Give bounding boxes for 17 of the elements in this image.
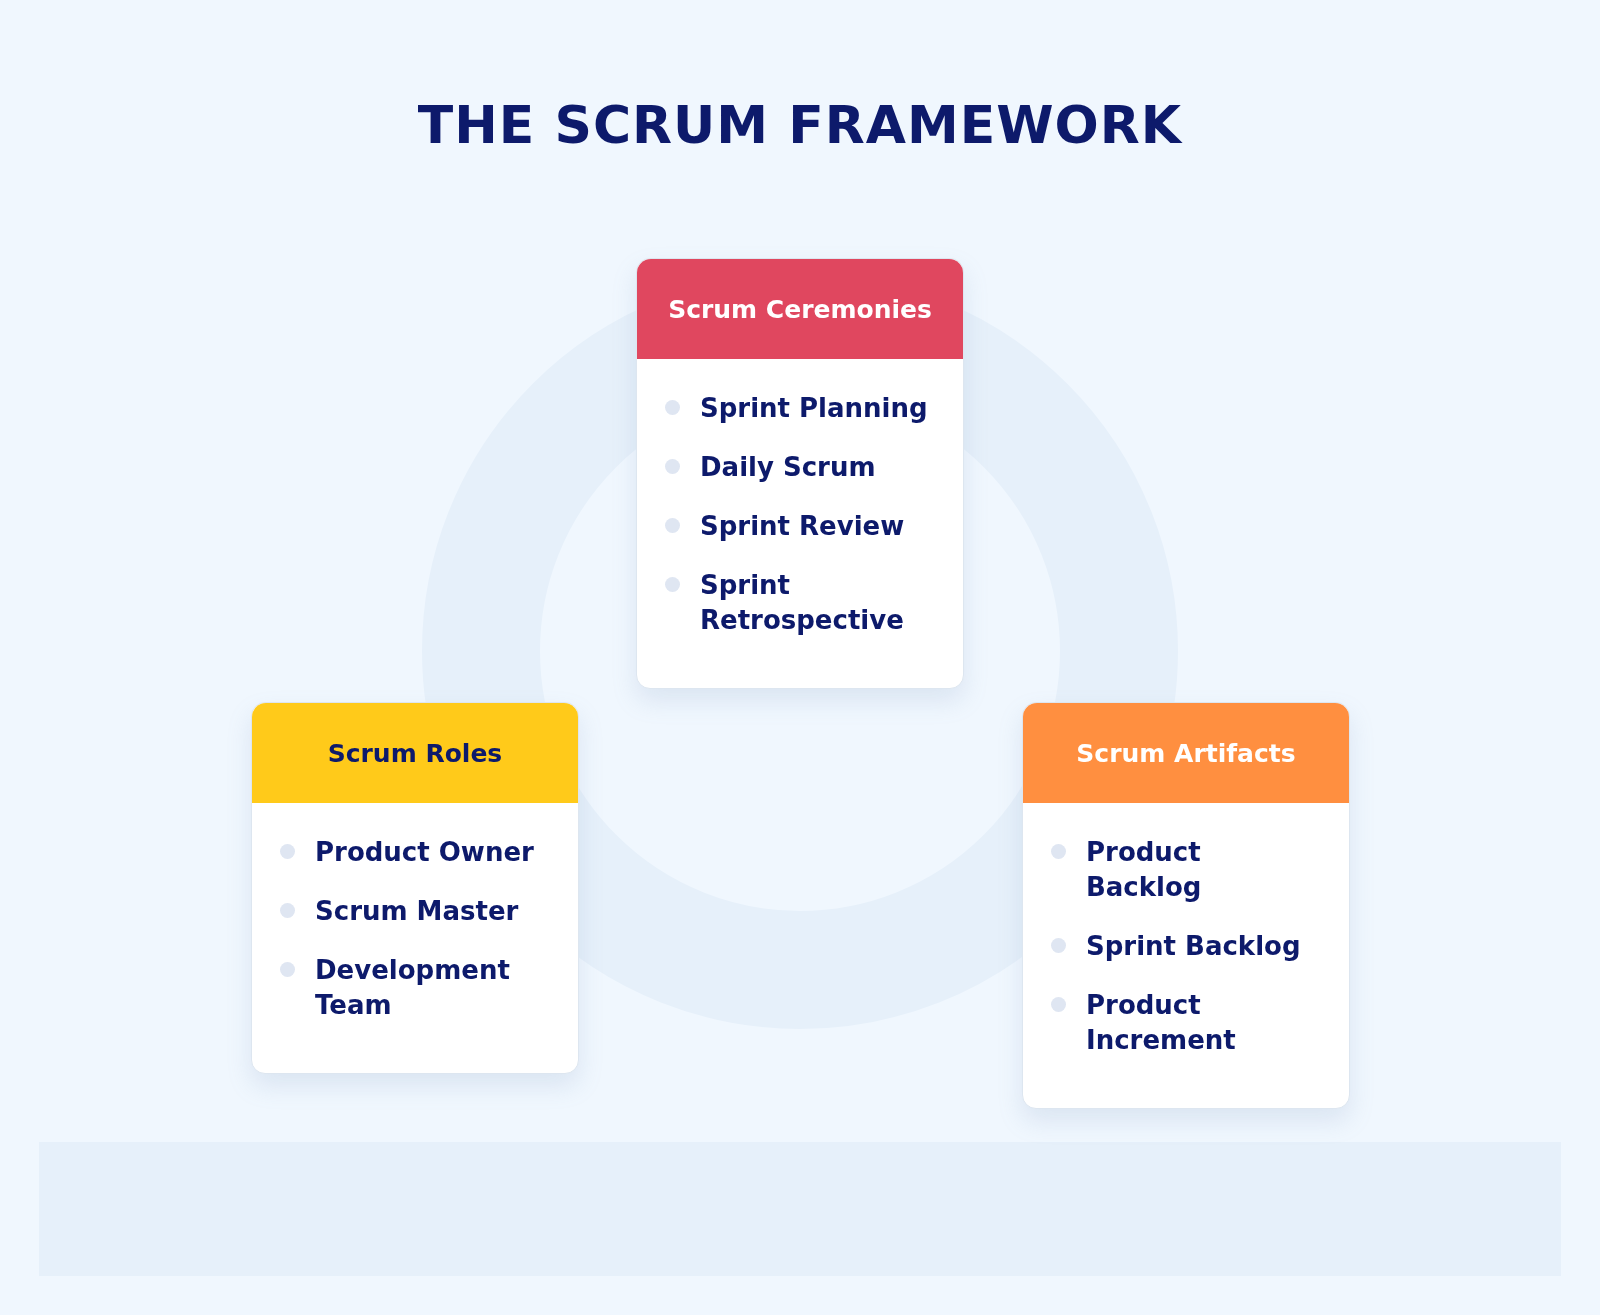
card-heading: Scrum Ceremonies bbox=[668, 294, 932, 324]
list-item-text: Sprint Backlog bbox=[1086, 930, 1301, 963]
title-text: THE SCRUM FRAMEWORK bbox=[417, 95, 1183, 155]
card-heading: Scrum Roles bbox=[327, 738, 503, 768]
list-item-text: Development Team bbox=[315, 954, 511, 1022]
list-item-text: Sprint Planning bbox=[700, 392, 928, 425]
list-item-text: Sprint Retrospective bbox=[700, 569, 905, 637]
list-item-text: Daily Scrum bbox=[700, 451, 876, 484]
card bbox=[1022, 702, 1350, 1109]
list-item-text: Product Owner bbox=[315, 836, 534, 869]
list-item-text: Sprint Review bbox=[700, 510, 905, 543]
card bbox=[251, 702, 579, 1074]
card-heading: Scrum Artifacts bbox=[1076, 738, 1296, 768]
list-item-text: Product Increment bbox=[1086, 989, 1237, 1057]
card bbox=[636, 258, 964, 689]
list-item-text: Product Backlog bbox=[1086, 836, 1203, 904]
list-item-text: Scrum Master bbox=[315, 895, 519, 928]
